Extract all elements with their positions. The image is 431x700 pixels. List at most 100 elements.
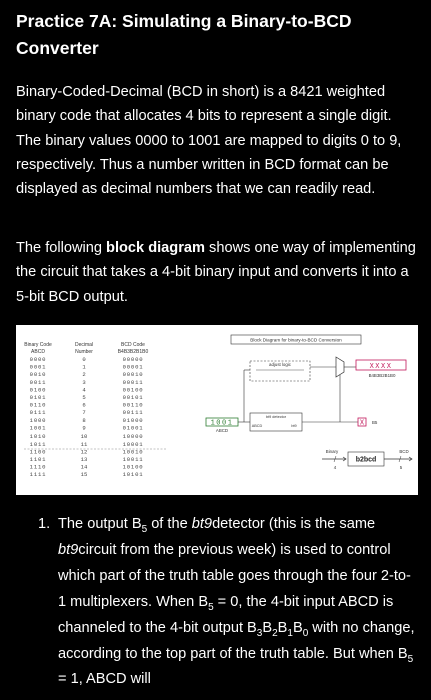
decimal-cell: 0 [82,356,86,363]
bcd-cell: 10101 [123,471,144,478]
text-part: B [277,619,288,636]
output-width: 5 [400,465,403,470]
bcd-cell: 10000 [123,433,144,440]
text-part: B [262,619,273,636]
binary-cell: 1010 [30,433,47,440]
decimal-cell: 15 [81,471,88,478]
subscript: 1 [287,627,293,639]
binary-cell: 1111 [30,471,47,478]
detector-in-label: ABCD [252,424,263,428]
subheader-bcd-bits: B4B3B2B1B0 [118,349,149,355]
bcd-cell: 00011 [123,379,144,386]
binary-cell: 0100 [30,386,47,393]
text-part: with no change, according to the top par… [58,619,415,662]
bcd-cell: 10010 [123,448,144,455]
output-label: B4B3B2B1B0 [369,373,396,378]
binary-cell: 1001 [30,424,47,431]
bcd-label: BCD [399,449,408,454]
binary-cell: 1100 [30,448,47,455]
b2bcd-label: b2bcd [356,457,377,464]
block-diagram-image: Binary Code Decimal BCD Code ABCD Number… [24,334,413,478]
decimal-cell: 1 [82,364,86,371]
decimal-cell: 12 [81,448,88,455]
text-part: of the [147,516,192,532]
decimal-cell: 8 [82,417,85,424]
diagram-title-box [230,334,362,345]
subscript: 3 [256,627,263,639]
subscript: 0 [302,627,309,639]
bcd-cell: 00000 [123,356,144,363]
bcd-cell: 10011 [123,456,144,463]
bcd-cell: 00100 [123,386,144,393]
diagram-title: Block Diagram for binary-to-BCD Conversi… [250,338,342,343]
bcd-cell: 00010 [123,371,144,378]
detector-out-label: bt9 [291,424,296,428]
bcd-cell: 01000 [123,417,144,424]
italic-term: bt9 [58,541,79,558]
binary-cell: 0011 [30,379,47,386]
text-part: B [292,619,303,636]
binary-cell: 1011 [30,441,47,448]
detector-label: bt9 detector [266,415,287,419]
header-decimal: Decimal [75,342,93,348]
bcd-cell: 00110 [123,402,144,409]
decimal-cell: 10 [81,433,88,440]
decimal-cell: 13 [81,456,88,463]
subheader-number: Number [75,349,93,355]
subscript: 5 [208,601,214,613]
decimal-cell: 14 [81,464,88,471]
subscript: 5 [141,523,148,535]
b5-label: B5 [372,420,378,425]
header-binary-code: Binary Code [24,342,52,348]
binary-cell: 0111 [30,409,47,416]
text-part: = 0, the 4-bit input ABCD is channeled t… [58,593,394,636]
decimal-cell: 7 [82,409,85,416]
bcd-cell: 10100 [123,464,144,471]
decimal-cell: 3 [82,379,85,386]
bcd-cell: 00111 [123,409,144,416]
binary-cell: 0010 [30,371,47,378]
list-item-number: 1. [38,516,51,532]
table-column-bcd: 0000000001000100001100100001010011000111… [123,356,144,478]
binary-bus-tick [333,455,337,463]
numbered-list: 1. The output B5 of the bt9detector (thi… [38,512,418,693]
decimal-cell: 2 [82,371,85,378]
output-bits-box [355,359,407,371]
adjust-logic-label: adjust logic [269,362,292,367]
binary-cell: 0110 [30,402,47,409]
text-part: The output B [58,516,142,532]
b5-bit: X [360,420,365,428]
intro-paragraph: Binary-Coded-Decimal (BCD in short) is a… [16,84,402,198]
page-title: Practice 7A: Simulating a Binary-to-BCD … [16,11,352,58]
adjust-logic-box [249,360,311,382]
decimal-cell: 5 [82,394,85,401]
mux-symbol [335,356,345,378]
text-part: circuit from the previous week) is used … [58,541,411,610]
input-bits: 1001 [211,420,234,428]
bcd-bus-tick [398,455,402,463]
binary-cell: 0001 [30,364,47,371]
binary-arrow [342,456,347,462]
italic-term: bt9 [191,516,213,532]
binary-label: Binary [326,449,339,454]
text-part: detector (this is the same [212,516,376,532]
decimal-cell: 4 [82,386,86,393]
b5-box [357,417,367,427]
input-width: 4 [334,465,337,470]
bcd-arrow [408,456,413,462]
subscript: 2 [272,627,278,639]
text-part: = 1, ABCD will [58,671,151,688]
binary-cell: 0000 [30,356,47,363]
bcd-cell: 00101 [123,394,144,401]
input-label: ABCD [216,428,228,433]
bcd-cell: 10001 [123,441,144,448]
decimal-cell: 11 [81,441,88,448]
block-diagram-paragraph: The following block diagram shows one wa… [16,236,418,309]
bcd-cell: 01001 [123,424,144,431]
p2-bold-text: block diagram [106,240,205,256]
bcd-cell: 00001 [123,364,144,371]
p2-text-after: shows one way of implementing the circui… [16,240,416,305]
binary-cell: 0101 [30,394,47,401]
